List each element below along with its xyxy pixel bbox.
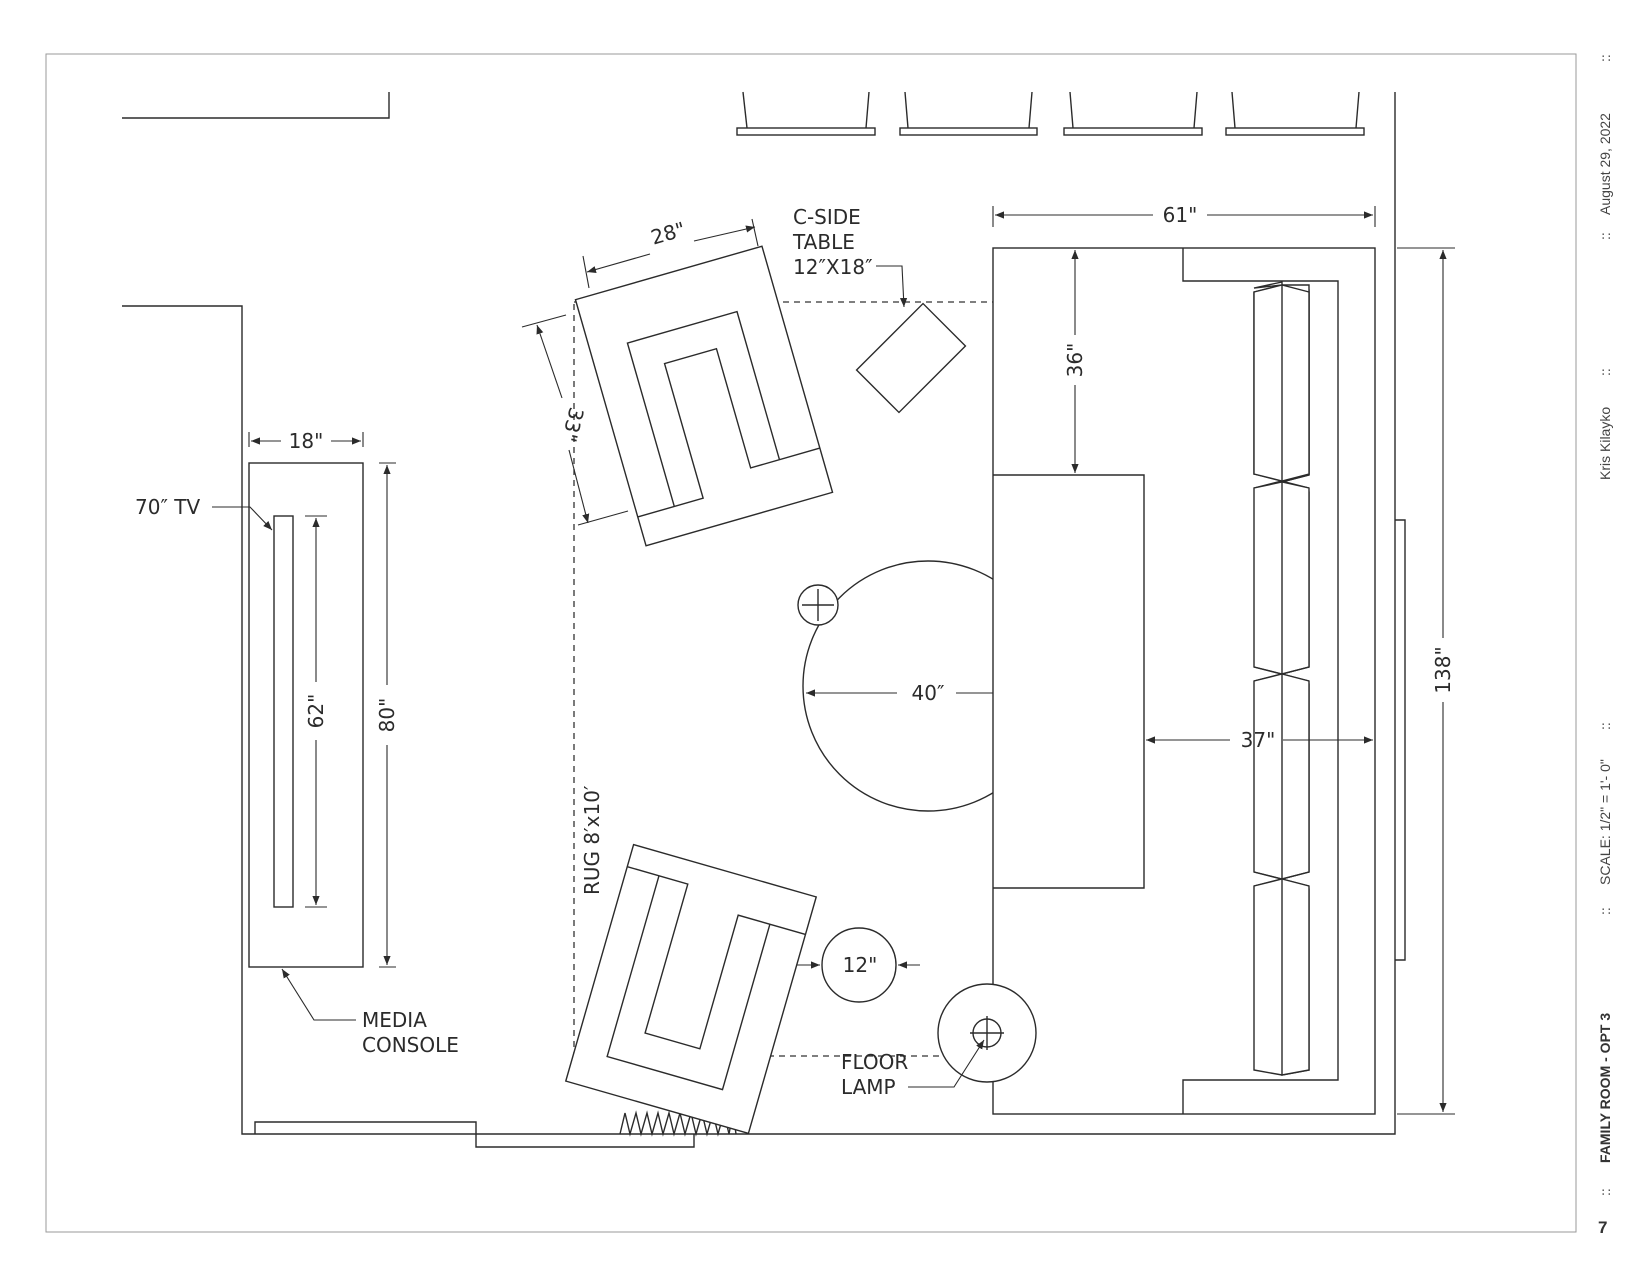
svg-text:TABLE: TABLE xyxy=(792,230,855,254)
svg-text:MEDIA: MEDIA xyxy=(362,1008,427,1032)
walls xyxy=(122,92,1406,1135)
svg-text:70″ TV: 70″ TV xyxy=(135,495,200,519)
top-windows xyxy=(736,91,1365,136)
svg-text:LAMP: LAMP xyxy=(841,1075,896,1099)
sheet-author: Kris Kilayko xyxy=(1597,407,1613,480)
svg-text:37": 37" xyxy=(1241,728,1276,752)
sheet-scale: SCALE: 1/2" = 1'- 0" xyxy=(1597,759,1613,885)
sectional-sofa xyxy=(992,247,1376,1115)
sofa-width-dimension: 61" xyxy=(992,203,1376,227)
sheet-border xyxy=(45,53,1577,1233)
media-console-callout: MEDIA CONSOLE xyxy=(281,968,459,1057)
svg-text:CONSOLE: CONSOLE xyxy=(362,1033,459,1057)
page-number: 7 xyxy=(1598,1218,1607,1237)
svg-text:::: :: xyxy=(1597,722,1613,730)
bottom-door xyxy=(254,1121,695,1148)
svg-text:::: :: xyxy=(1597,54,1613,62)
floor-lamp-icon xyxy=(937,983,1037,1083)
svg-text:::: :: xyxy=(1597,907,1613,915)
small-table-lamp-icon xyxy=(797,584,839,626)
tv-width-dimension: 62" xyxy=(304,515,328,908)
svg-text:36": 36" xyxy=(1063,343,1087,378)
sofa-arm-depth-dimension: 36" xyxy=(1063,250,1087,473)
tv-callout: 70″ TV xyxy=(135,495,273,531)
svg-text:33": 33" xyxy=(557,405,589,444)
end-table xyxy=(821,927,897,1003)
rug-label: RUG 8′x10′ xyxy=(580,785,604,895)
tv xyxy=(273,515,294,908)
svg-text:28": 28" xyxy=(648,217,688,250)
svg-text:C-SIDE: C-SIDE xyxy=(793,205,861,229)
side-table-callout: C-SIDE TABLE 12″X18″ xyxy=(792,205,908,308)
console-length-dimension: 80" xyxy=(375,462,399,968)
svg-text:62": 62" xyxy=(304,694,328,729)
end-table-dimension: 12" xyxy=(796,953,920,977)
svg-text:18": 18" xyxy=(289,429,324,453)
title-block: :: FAMILY ROOM - OPT 3 :: SCALE: 1/2" = … xyxy=(1597,54,1613,1237)
svg-text:12″X18″: 12″X18″ xyxy=(793,255,873,279)
sofa-clearance-dimension: 37" xyxy=(1146,728,1373,752)
svg-text:40″: 40″ xyxy=(912,681,945,705)
upper-accent-chair xyxy=(574,245,834,547)
console-width-dimension: 18" xyxy=(248,429,364,453)
sofa-length-dimension: 138" xyxy=(1397,247,1455,1115)
c-side-table xyxy=(855,302,967,414)
svg-text:FLOOR: FLOOR xyxy=(841,1050,908,1074)
svg-text:::: :: xyxy=(1597,232,1613,240)
svg-text:138": 138" xyxy=(1431,646,1455,693)
floor-lamp-callout: FLOOR LAMP xyxy=(841,1039,985,1099)
lower-accent-chair xyxy=(564,843,818,1135)
sofa-back-cushions xyxy=(1253,281,1310,1076)
svg-text:::: :: xyxy=(1597,1188,1613,1196)
svg-text:61": 61" xyxy=(1163,203,1198,227)
sheet-title: FAMILY ROOM - OPT 3 xyxy=(1597,1013,1613,1163)
svg-text:::: :: xyxy=(1597,368,1613,376)
sheet-date: August 29, 2022 xyxy=(1597,113,1613,215)
svg-text:80": 80" xyxy=(375,698,399,733)
media-console xyxy=(248,462,364,968)
svg-text:12": 12" xyxy=(843,953,878,977)
